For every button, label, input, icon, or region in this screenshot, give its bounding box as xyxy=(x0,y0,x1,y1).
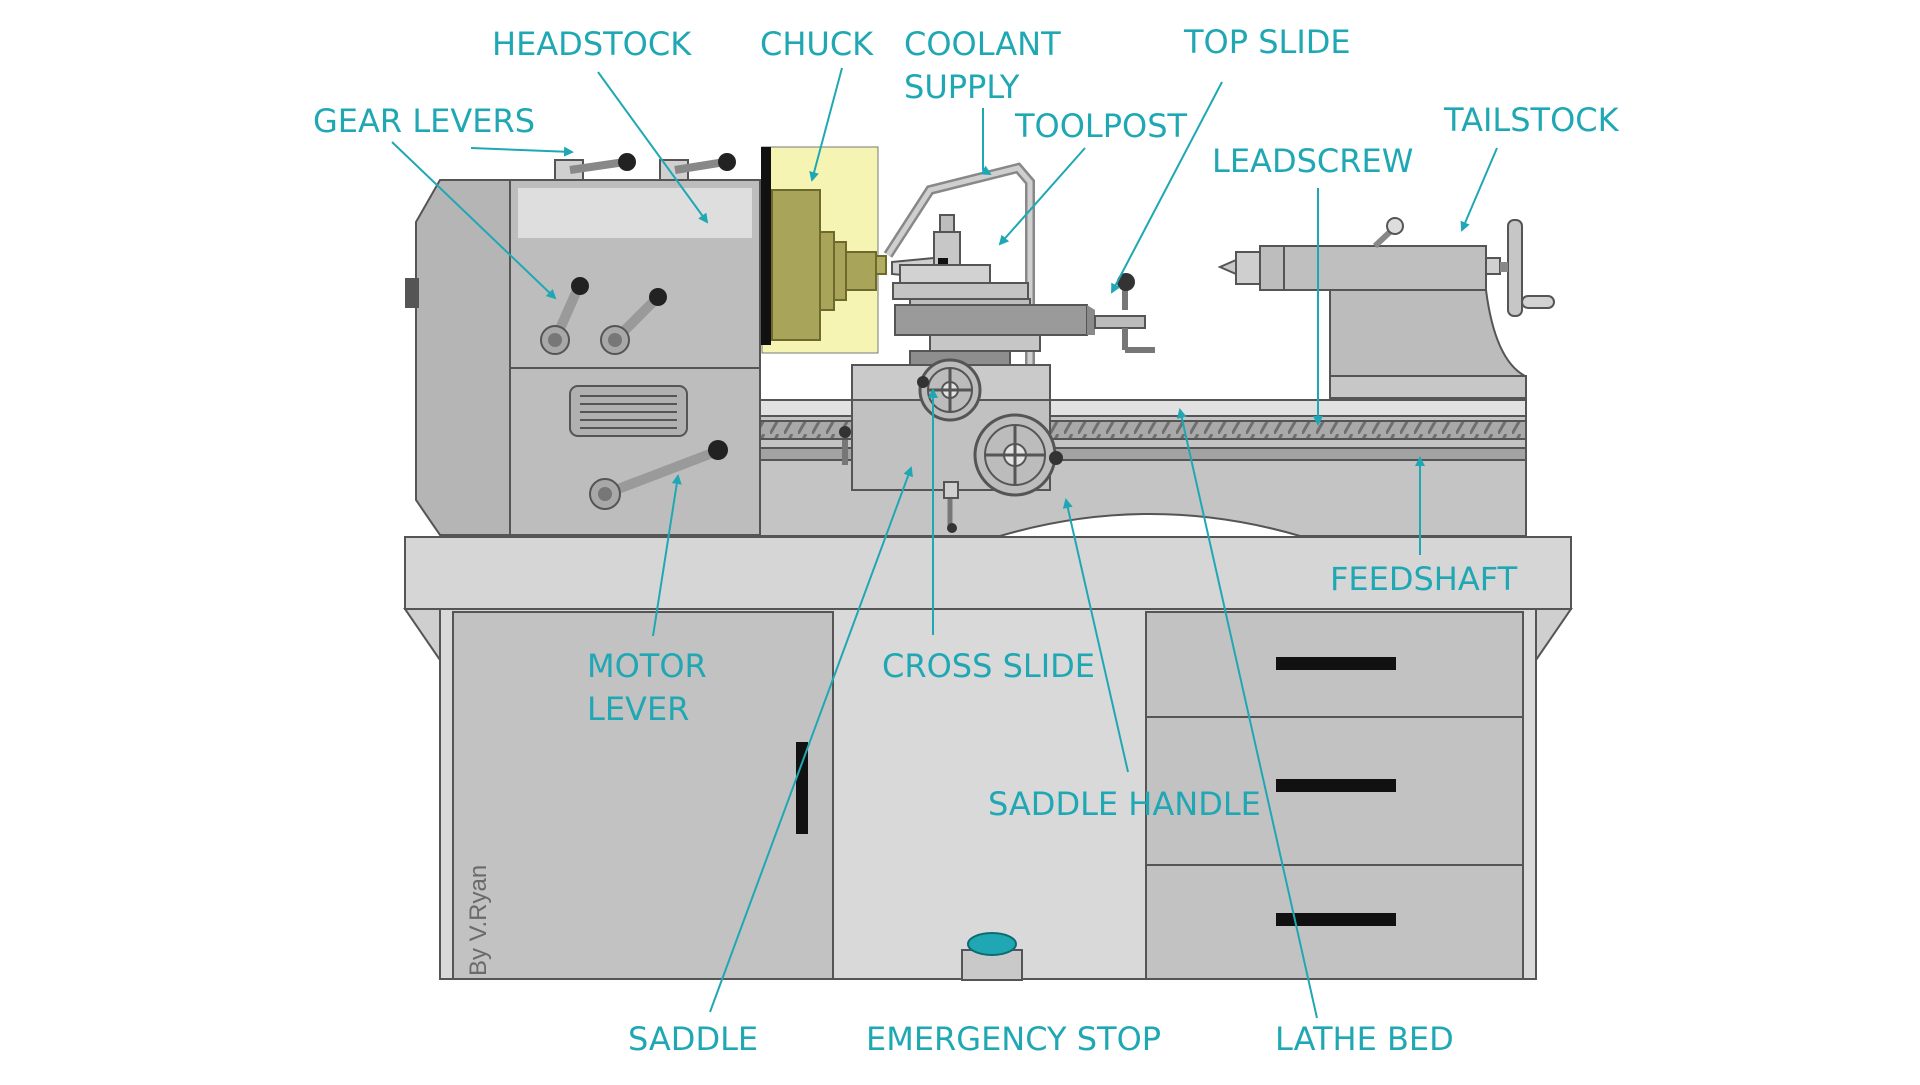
label-saddle: SADDLE xyxy=(628,1020,758,1058)
cabinet-door xyxy=(452,611,834,980)
drawers xyxy=(1145,611,1524,980)
author-credit: By V.Ryan xyxy=(465,865,492,976)
label-toolpost: TOOLPOST xyxy=(1014,107,1188,145)
label-chuck: CHUCK xyxy=(760,25,874,63)
gear-levers-front-leader xyxy=(391,141,557,300)
label-leadscrew: LEADSCREW xyxy=(1212,142,1413,180)
gear-levers-top-leader xyxy=(470,146,574,157)
label-emergency-stop: EMERGENCY STOP xyxy=(866,1020,1161,1058)
headstock-leader xyxy=(597,71,709,224)
saddle-handle-leader xyxy=(1062,498,1129,773)
emergency-stop-button xyxy=(961,932,1023,981)
tailstock-leader xyxy=(1460,147,1498,232)
door-handle xyxy=(796,742,808,834)
label-coolant-line1: COOLANT xyxy=(904,25,1061,63)
lathe-bed-leader xyxy=(1176,408,1318,1019)
labels: HEADSTOCK CHUCK COOLANT SUPPLY TOP SLIDE… xyxy=(313,23,1620,1058)
top-slide xyxy=(894,273,1155,374)
chuck-leader xyxy=(809,67,843,182)
label-top-slide: TOP SLIDE xyxy=(1183,23,1351,61)
label-coolant-line2: SUPPLY xyxy=(904,68,1020,106)
headstock xyxy=(405,179,761,536)
saddle-handwheel xyxy=(973,413,1063,497)
motor-lever-leader xyxy=(652,474,682,637)
coolant-supply xyxy=(883,162,1035,365)
toolpost-leader xyxy=(998,147,1086,246)
motor-lever xyxy=(589,440,728,510)
coolant-leader xyxy=(980,108,992,175)
gear-levers-front xyxy=(540,277,667,355)
label-headstock: HEADSTOCK xyxy=(492,25,692,63)
tailstock xyxy=(1217,217,1555,399)
label-saddle-handle: SADDLE HANDLE xyxy=(988,785,1261,823)
toolpost xyxy=(891,214,1031,312)
label-lathe-bed: LATHE BED xyxy=(1275,1020,1454,1058)
saddle-leader xyxy=(709,466,913,1013)
label-motor-line1: MOTOR xyxy=(587,647,707,685)
top-slide-leader xyxy=(1111,81,1223,294)
label-feedshaft: FEEDSHAFT xyxy=(1330,560,1518,598)
gear-levers-top xyxy=(554,153,736,181)
lathe-stand xyxy=(403,536,1573,981)
label-tailstock: TAILSTOCK xyxy=(1443,101,1620,139)
label-cross-slide: CROSS SLIDE xyxy=(882,647,1095,685)
chuck xyxy=(761,146,887,354)
leader-lines xyxy=(391,67,1498,1019)
label-motor-line2: LEVER xyxy=(587,690,689,728)
label-gear-levers: GEAR LEVERS xyxy=(313,102,535,140)
